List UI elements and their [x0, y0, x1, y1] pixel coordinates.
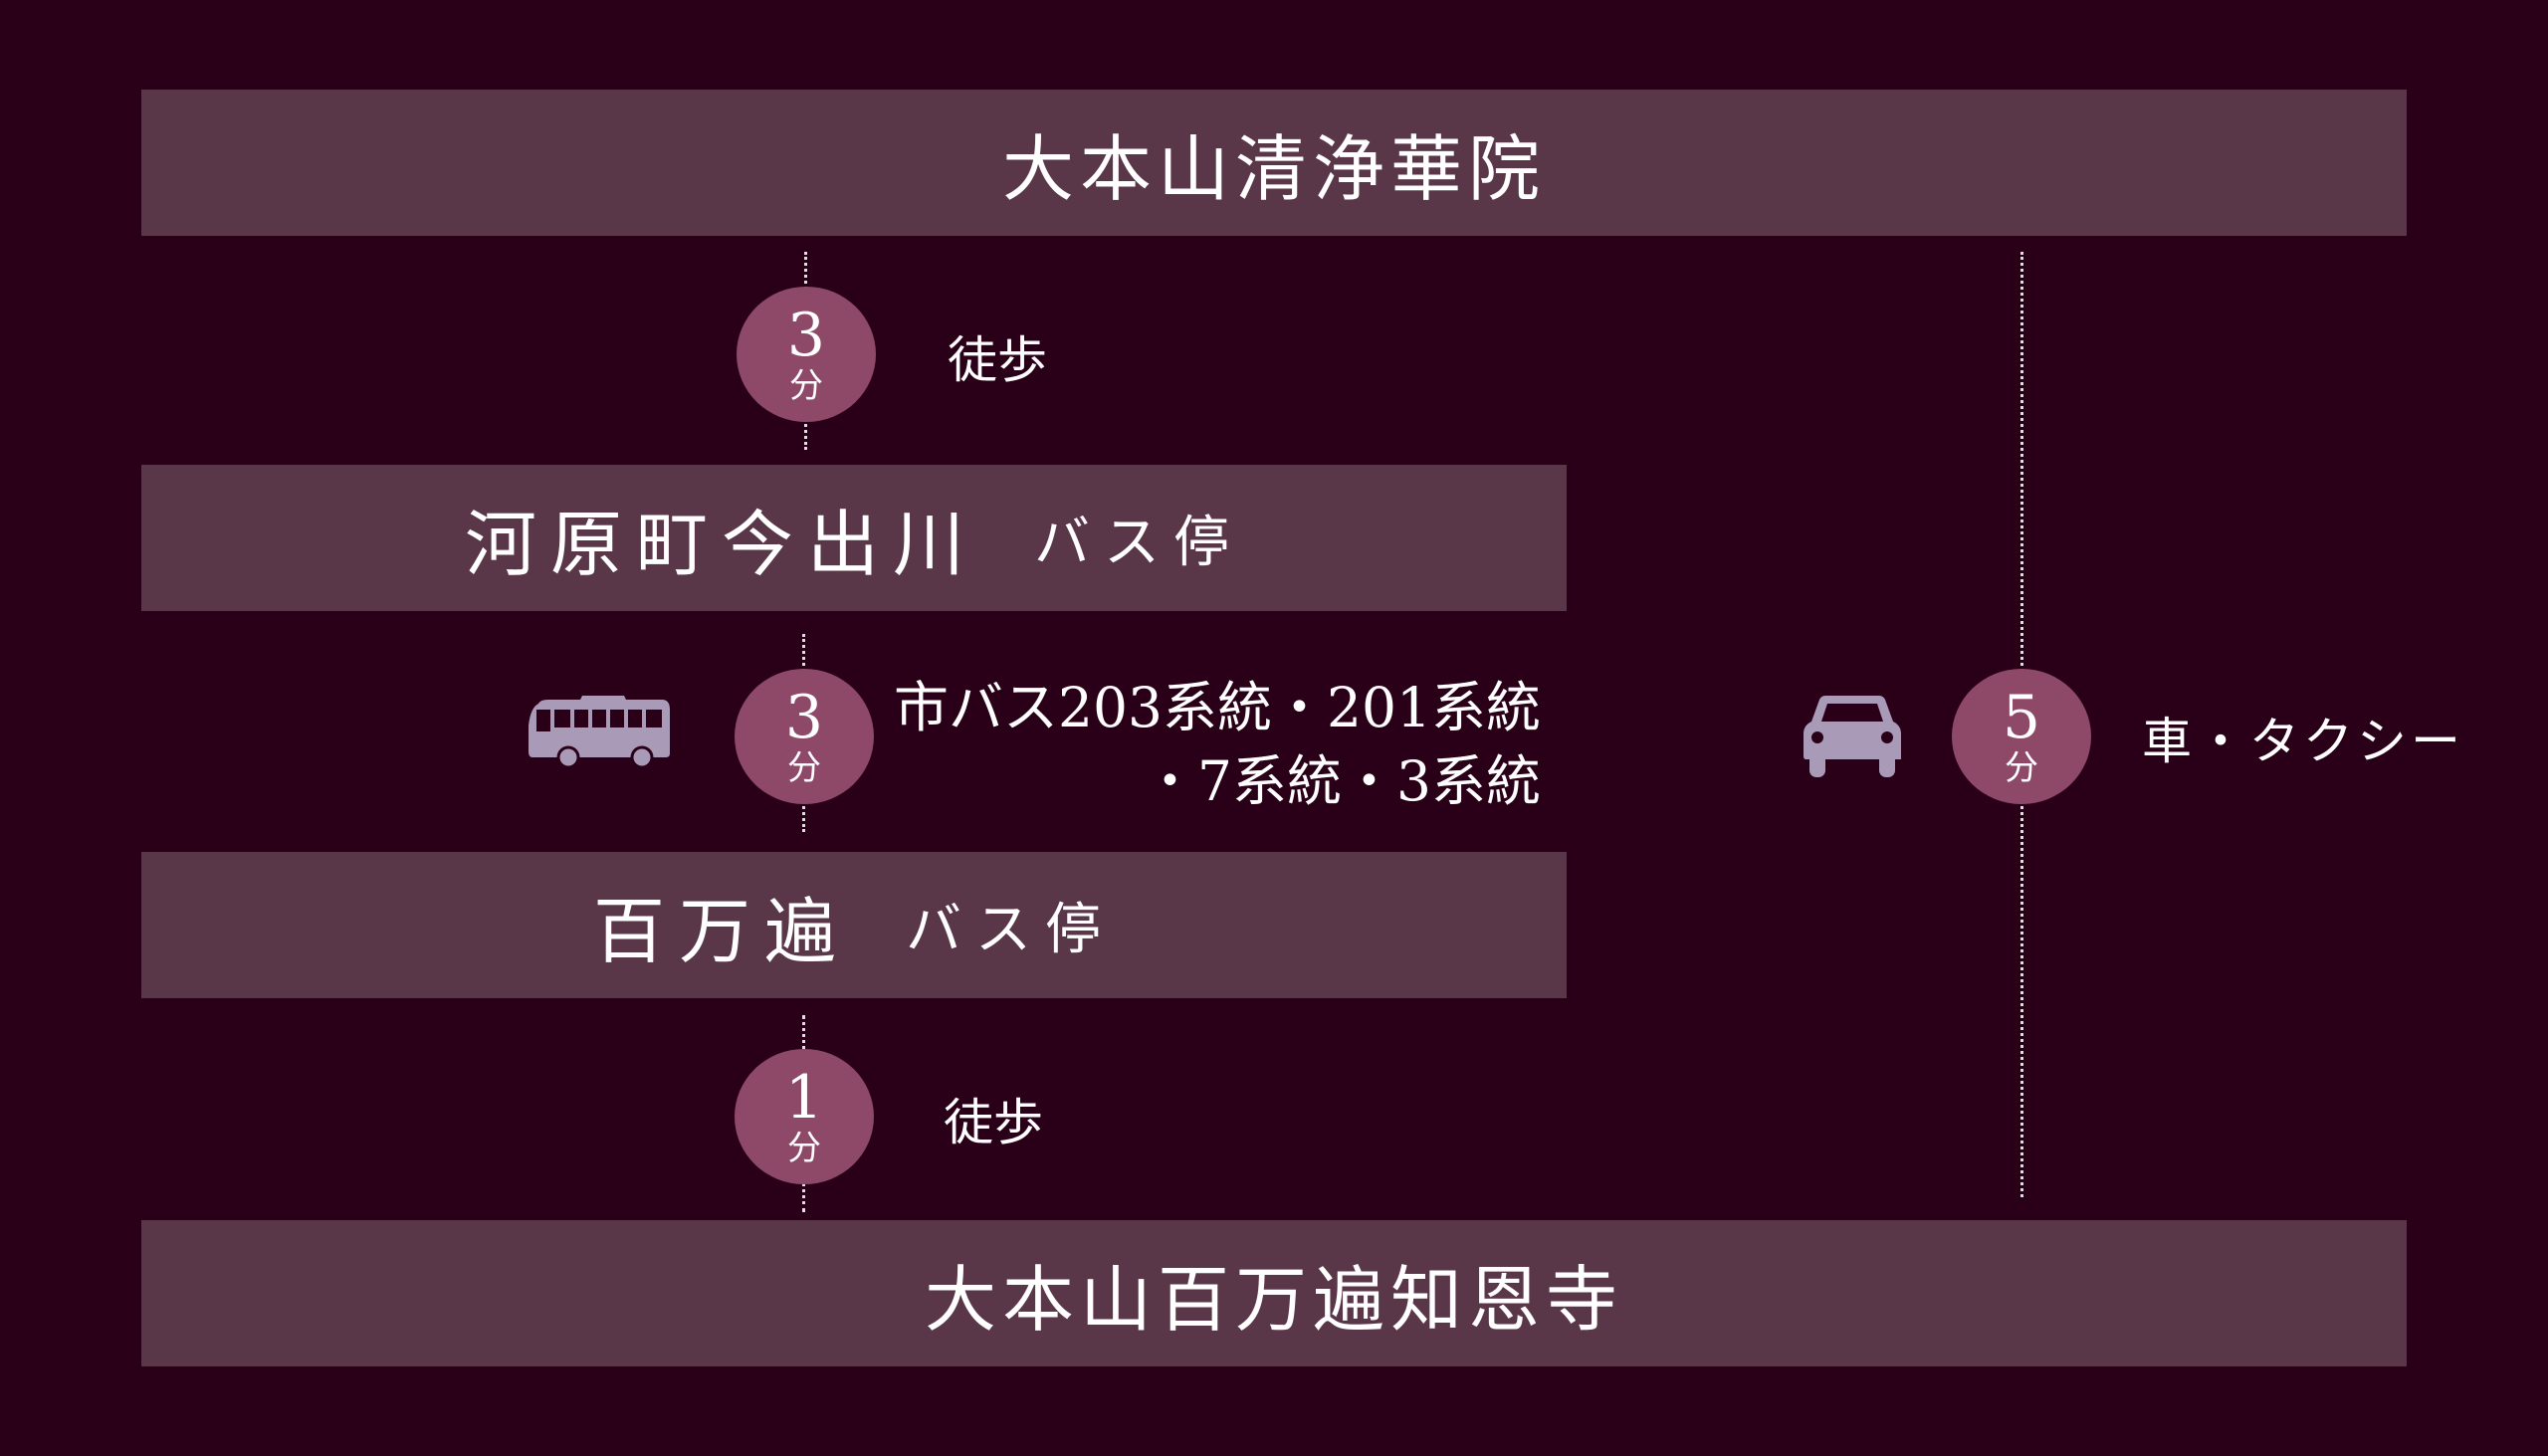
station-end-label: 大本山百万遍知恩寺	[924, 1258, 1623, 1342]
duration-minutes: 3	[784, 683, 824, 752]
mode-label-walk1: 徒歩	[948, 331, 1047, 389]
duration-unit: 分	[787, 748, 821, 788]
duration-badge-bus: 3 分	[735, 669, 874, 804]
duration-unit: 分	[787, 1129, 821, 1168]
duration-minutes: 5	[2002, 683, 2041, 752]
station-hyakumanben: 百万遍 バス停	[141, 852, 1567, 998]
duration-badge-walk2: 1 分	[735, 1049, 874, 1184]
station-name: 河原町今出川	[464, 503, 978, 586]
station-name: 百万遍	[592, 890, 850, 973]
station-end: 大本山百万遍知恩寺	[141, 1220, 2407, 1366]
duration-badge-car: 5 分	[1952, 669, 2091, 804]
station-kawaramachi-imadegawa: 河原町今出川 バス停	[141, 465, 1567, 611]
duration-badge-walk1: 3 分	[737, 287, 876, 422]
bus-lines-line1: 市バス203系統・201系統	[894, 676, 1541, 739]
bus-icon	[529, 696, 670, 769]
mode-label-car: 車・タクシー	[2142, 713, 2464, 770]
station-suffix: バス停	[906, 898, 1115, 962]
mode-label-walk2: 徒歩	[944, 1094, 1043, 1151]
duration-unit: 分	[2005, 748, 2038, 788]
duration-minutes: 1	[784, 1063, 824, 1133]
car-icon	[1804, 696, 1901, 777]
bus-lines-line2: ・7系統・3系統	[1143, 749, 1541, 813]
station-start: 大本山清浄華院	[141, 90, 2407, 236]
station-start-label: 大本山清浄華院	[1001, 127, 1546, 211]
duration-minutes: 3	[786, 301, 826, 370]
duration-unit: 分	[789, 366, 823, 406]
station-suffix: バス停	[1034, 511, 1243, 575]
